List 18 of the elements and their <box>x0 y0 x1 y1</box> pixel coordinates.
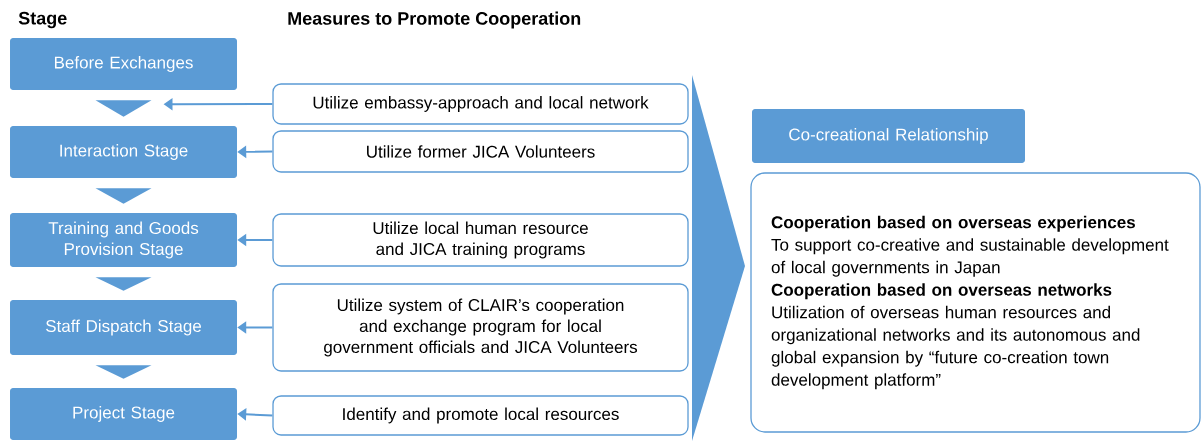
stage-box: Staff Dispatch Stage <box>10 300 237 355</box>
measure-box: Utilize system of CLAIR’s cooperation and exchange program for local government officials and JICA Volunteers <box>272 283 689 372</box>
relationship-panel: Cooperation based on overseas experiences To support co-creative and sustainable development of local governments in Japan Cooperation based on overseas networks Utilization of overseas human resources and organizational networks and its autonomous and global expansion by “future co-creation town development platform” <box>750 172 1201 433</box>
chevron-arrow <box>95 277 152 291</box>
chevron-arrow <box>95 365 152 379</box>
measure-box: Utilize former JICA Volunteers <box>272 130 689 173</box>
large-chevron-shape <box>692 75 745 441</box>
column-heading: Measures to Promote Cooperation <box>288 11 581 29</box>
measure-box: Utilize local human resource and JICA training programs <box>272 213 689 267</box>
stage-box: Training and Goods Provision Stage <box>10 213 237 267</box>
stage-box: Co-creational Relationship <box>752 109 1025 163</box>
stage-box: Interaction Stage <box>10 126 237 178</box>
chevron-arrow <box>95 188 152 204</box>
stage-box: Before Exchanges <box>10 38 237 90</box>
stage-box: Project Stage <box>10 388 237 440</box>
measure-box: Utilize embassy-approach and local network <box>272 83 689 125</box>
chevron-arrow <box>95 100 152 117</box>
measure-box: Identify and promote local resources <box>272 395 689 436</box>
